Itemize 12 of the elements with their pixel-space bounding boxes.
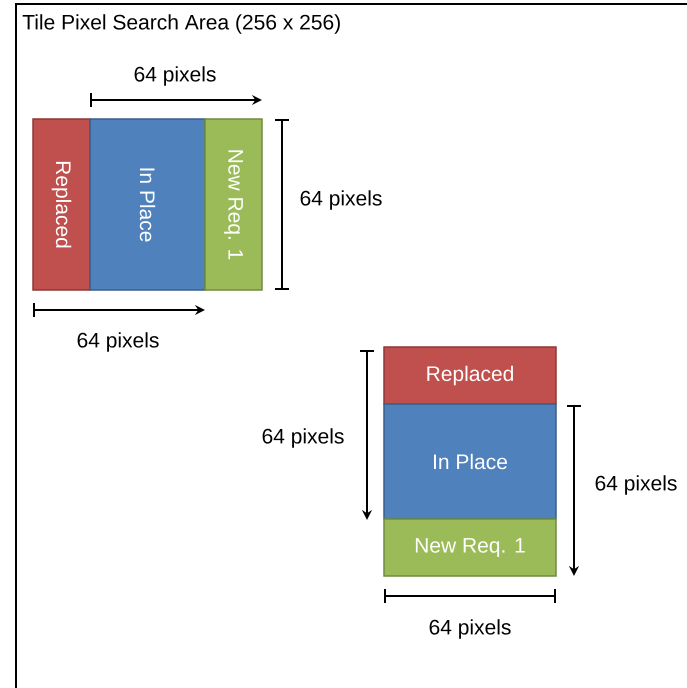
dimension-label: 64 pixels	[430, 619, 511, 639]
region-block: New Req. 1	[383, 518, 557, 577]
region-block: Replaced	[383, 346, 557, 405]
dimension-label: 64 pixels	[262, 428, 344, 448]
dimension-label: 64 pixels	[596, 475, 677, 495]
region-block: New Req. 1	[204, 118, 263, 291]
region-block: In Place	[89, 118, 206, 291]
region-block: Replaced	[32, 118, 91, 291]
dimension-label: 64 pixels	[300, 190, 382, 210]
dimension-label: 64 pixels	[134, 66, 216, 86]
dimension-label: 64 pixels	[78, 332, 159, 352]
region-block: In Place	[383, 403, 557, 520]
